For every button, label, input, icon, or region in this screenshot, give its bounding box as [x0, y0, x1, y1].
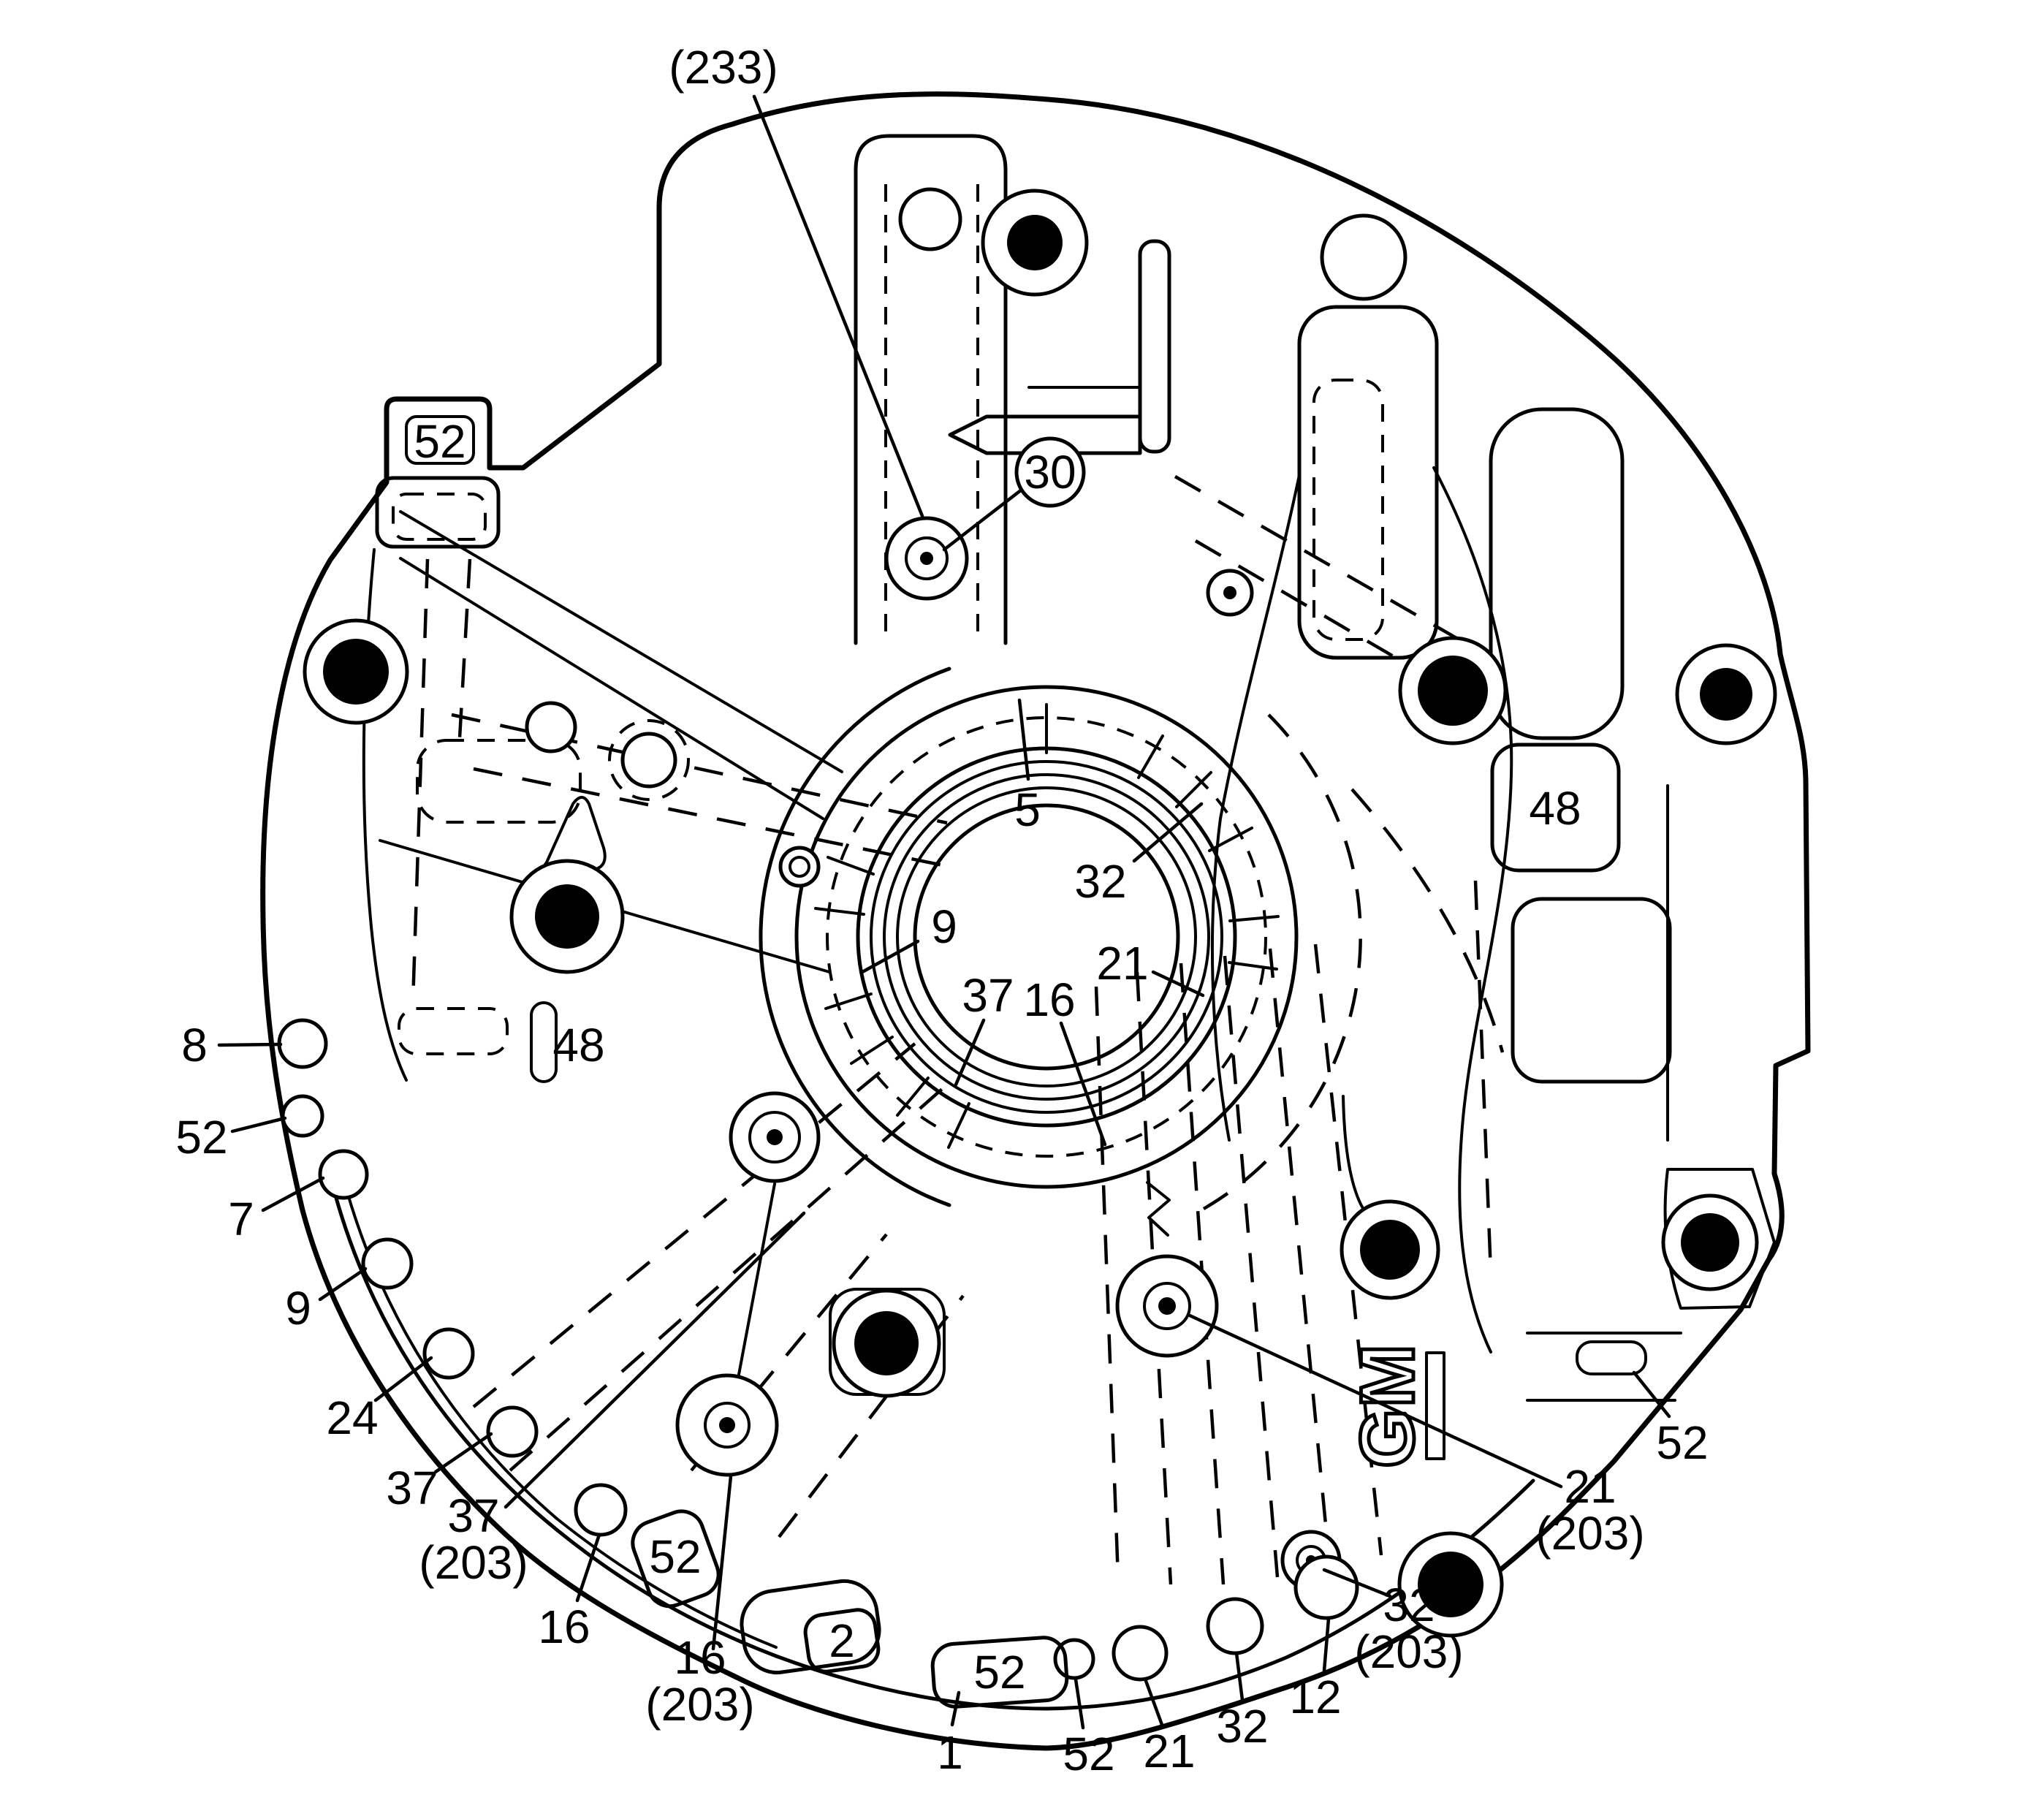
leader-21-203: [1188, 1313, 1563, 1489]
callout-label-24: 24: [326, 1392, 378, 1444]
leader-16-c: [1059, 1021, 1107, 1147]
callout-label-48-right: 48: [1529, 782, 1581, 835]
callout-label-52-bot: 52: [1063, 1728, 1114, 1780]
left-dashed-slot2: [398, 1007, 509, 1055]
leader-16-203: [711, 1474, 733, 1651]
leader-lines: [217, 94, 1671, 1730]
tower-ball: [1320, 213, 1407, 301]
callout-label-16-203: 16(203): [645, 1631, 754, 1731]
case-artwork: GM: [260, 91, 1811, 1751]
top-center-block: [854, 134, 1008, 645]
pad-lower-block: [1511, 897, 1672, 1084]
callout-label-16-c: 16: [1023, 973, 1075, 1026]
leader-21-c: [1151, 970, 1205, 998]
tab-lower-box: [375, 476, 501, 549]
callout-label-32-c: 32: [1074, 855, 1126, 908]
pad-52-slot: [1576, 1340, 1647, 1375]
leader-37-c: [954, 1018, 986, 1087]
callout-label-5: 5: [1014, 783, 1041, 836]
leader-24: [373, 1356, 433, 1402]
leader-32-c: [1132, 802, 1204, 863]
callout-label-52-tab: 52: [414, 415, 466, 468]
block-hole: [898, 187, 962, 251]
leader-37-left: [433, 1432, 493, 1474]
flange-inner-arc: [333, 1191, 1535, 1711]
callout-label-52-slot3: 52: [973, 1646, 1025, 1698]
leader-52-left: [230, 1116, 287, 1134]
leader-233: [752, 94, 924, 518]
callout-label-37-left: 37: [386, 1462, 438, 1514]
callout-label-21-203: 21(203): [1535, 1460, 1644, 1560]
stud-fasteners: [675, 516, 1342, 1591]
callout-label-52-slot1: 52: [649, 1530, 701, 1583]
oil-stadium: [530, 1001, 558, 1083]
leader-9-c: [860, 939, 920, 974]
leader-30: [942, 487, 1024, 552]
callout-label-37-c: 37: [962, 969, 1014, 1022]
callout-label-9-left: 9: [285, 1282, 311, 1334]
tower-curve-right: [1432, 466, 1513, 1353]
callout-label-16-left: 16: [538, 1601, 590, 1653]
callout-label-37-203: 37(203): [419, 1489, 528, 1589]
tab-52-bracket: [405, 415, 475, 465]
leader-9-left: [318, 1267, 368, 1302]
gm-logo-bar: [1425, 1351, 1445, 1460]
callout-label-48-left: 48: [552, 1019, 604, 1071]
case-outline: [260, 91, 1811, 1751]
pad-tall-slot: [1489, 407, 1625, 740]
callout-label-52-right: 52: [1656, 1416, 1708, 1469]
case-wall-arc: [343, 1182, 778, 1649]
flange-slots: [631, 1509, 1069, 1709]
callout-label-52-left: 52: [175, 1111, 227, 1163]
callout-label-7: 7: [228, 1193, 254, 1245]
callout-label-1: 1: [937, 1726, 963, 1779]
callout-label-12: 12: [1289, 1671, 1341, 1723]
gm-logo: GM: [1344, 1341, 1445, 1470]
callout-label-32-203: 32(203): [1354, 1579, 1463, 1678]
tower-body: [1297, 305, 1439, 660]
bolt-bosses: [303, 189, 1777, 1638]
tower-dashed-slot: [1312, 379, 1384, 641]
leader-8: [217, 1042, 283, 1047]
bore-rings: [759, 667, 1362, 1210]
tab-dashed-slot: [392, 493, 487, 541]
left-dashed-slot: [416, 739, 582, 824]
rib-hole: [620, 732, 677, 789]
leader-21-bot: [1144, 1679, 1164, 1727]
break-mark: [1146, 1181, 1171, 1237]
callout-label-21-bot: 21: [1143, 1725, 1195, 1777]
callout-label-233: (233): [669, 41, 778, 94]
dipstick-post: [1138, 239, 1171, 454]
leader-5: [1017, 698, 1030, 781]
callout-label-30: 30: [1024, 446, 1076, 498]
callout-circle-30: [1014, 436, 1086, 508]
callout-label-21-c: 21: [1096, 937, 1148, 990]
callout-label-9-c: 9: [931, 900, 957, 953]
leader-37-203: [504, 1211, 806, 1509]
tower-curve-left: [1210, 474, 1301, 1142]
ring-ticks: [814, 703, 1280, 1149]
leader-7: [261, 1176, 325, 1212]
leader-52-bot: [1074, 1677, 1085, 1730]
rib-hole: [525, 701, 577, 753]
gm-logo-text: GM: [1345, 1343, 1430, 1468]
leader-1: [950, 1690, 961, 1727]
callout-label-32-bot: 32: [1216, 1700, 1268, 1753]
leader-12: [1322, 1617, 1331, 1673]
leader-32-203: [1322, 1568, 1392, 1598]
rib-hole-dashed: [608, 719, 690, 801]
pad-48-box: [1490, 743, 1621, 873]
callout-label-2: 2: [829, 1614, 855, 1667]
leader-52-right: [1632, 1370, 1671, 1419]
leader-16-left: [575, 1533, 601, 1603]
ribs-and-channels: [362, 475, 1505, 1585]
callout-label-8: 8: [181, 1019, 208, 1071]
leader-32-bot: [1234, 1651, 1245, 1702]
